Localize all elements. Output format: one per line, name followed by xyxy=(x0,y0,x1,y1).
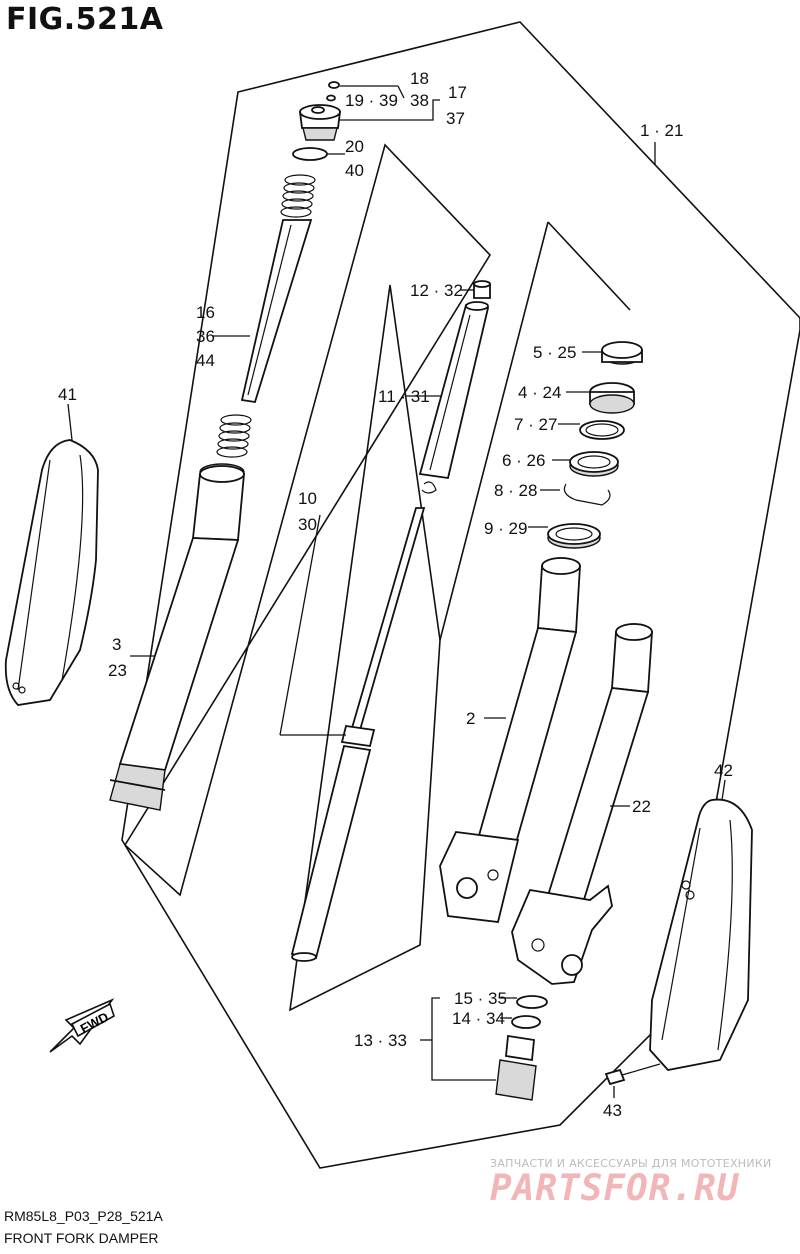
outer-tube-left xyxy=(109,463,245,811)
label-23: 23 xyxy=(108,661,127,680)
label-18: 18 xyxy=(410,69,429,88)
frame-edge xyxy=(439,221,549,641)
label-7-27: 7 · 27 xyxy=(514,415,557,434)
label-10: 10 xyxy=(298,489,317,508)
label-12-32: 12 · 32 xyxy=(410,281,463,300)
label-19-39: 19 · 39 xyxy=(345,91,398,110)
label-6-26: 6 · 26 xyxy=(502,451,545,470)
label-40: 40 xyxy=(345,161,364,180)
cartridge-nut xyxy=(460,280,491,299)
fwd-arrow-icon: FWD xyxy=(49,998,115,1053)
fork-cap-bolt xyxy=(298,99,440,141)
label-4-24: 4 · 24 xyxy=(518,383,561,402)
label-43: 43 xyxy=(603,1101,622,1120)
label-5-25: 5 · 25 xyxy=(533,343,576,362)
damper-cartridge xyxy=(405,301,490,494)
diagram-name: FRONT FORK DAMPER xyxy=(4,1230,159,1246)
inner-tube-left xyxy=(439,557,581,923)
damper-rod xyxy=(279,507,426,962)
base-valve-assembly xyxy=(420,995,548,1101)
label-38: 38 xyxy=(410,91,429,110)
label-17: 17 xyxy=(448,83,467,102)
damper-rod-spring-assembly xyxy=(212,174,316,458)
watermark-logo: PARTSFOR.RU xyxy=(490,1168,740,1209)
label-3: 3 xyxy=(112,635,121,654)
label-22: 22 xyxy=(632,797,651,816)
watermark-tagline: ЗАПЧАСТИ И АКСЕССУАРЫ ДЛЯ МОТОТЕХНИКИ xyxy=(490,1157,772,1170)
label-37: 37 xyxy=(446,109,465,128)
label-14-34: 14 · 34 xyxy=(452,1009,505,1028)
bushing-seal-stack xyxy=(528,341,643,549)
inner-tube-right xyxy=(511,623,653,985)
guard-bolt xyxy=(604,1063,661,1098)
assembly-frame-inner-left xyxy=(123,143,492,897)
label-36: 36 xyxy=(196,327,215,346)
label-8-28: 8 · 28 xyxy=(494,481,537,500)
label-2: 2 xyxy=(466,709,475,728)
label-16: 16 xyxy=(196,303,215,322)
label-9-29: 9 · 29 xyxy=(484,519,527,538)
label-44: 44 xyxy=(196,351,215,370)
diagram-code: RM85L8_P03_P28_521A xyxy=(4,1208,163,1224)
label-1-21: 1 · 21 xyxy=(640,121,683,140)
o-ring-20 xyxy=(292,147,328,161)
label-11-31: 11 · 31 xyxy=(378,387,430,406)
label-41: 41 xyxy=(58,385,77,404)
figure-title: FIG.521A xyxy=(6,2,164,37)
assembly-frame-inner-middle xyxy=(289,284,441,1012)
label-42: 42 xyxy=(714,761,733,780)
label-15-35: 15 · 35 xyxy=(454,989,507,1008)
assembly-frame-inner-right xyxy=(547,221,631,311)
fork-guard-right xyxy=(649,779,753,1071)
label-13-33: 13 · 33 xyxy=(354,1031,407,1050)
cap-bolt-small-parts xyxy=(326,81,405,102)
label-30: 30 xyxy=(298,515,317,534)
fork-guard-left xyxy=(4,403,99,706)
label-20: 20 xyxy=(345,137,364,156)
